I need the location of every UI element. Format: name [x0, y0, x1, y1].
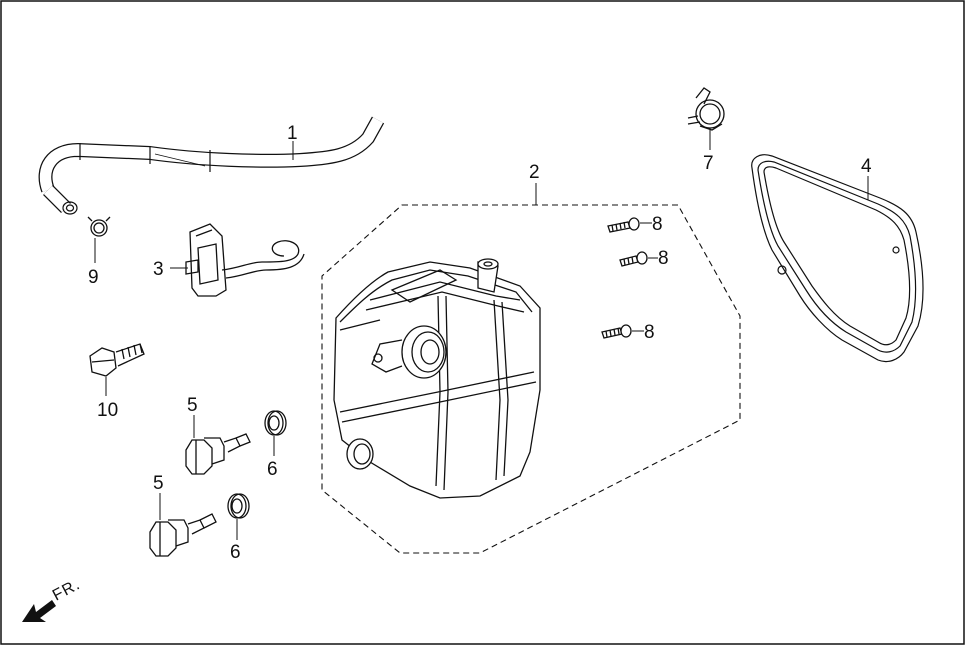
callout-number-1: 1	[287, 123, 298, 144]
hose-bracket-part[interactable]	[185, 223, 305, 297]
callout-number-5a: 5	[187, 395, 198, 416]
front-direction-label: FR.	[50, 576, 83, 605]
cover-bolt-part-3[interactable]	[601, 324, 632, 339]
cover-bolt-part-2[interactable]	[619, 251, 648, 267]
callout-number-4: 4	[861, 156, 872, 177]
assembly-group-outline	[321, 204, 741, 554]
callout-number-8a: 8	[652, 214, 663, 235]
callout-number-6a: 6	[267, 459, 278, 480]
callout-number-2: 2	[529, 162, 540, 183]
seal-washer-upper-part[interactable]	[264, 410, 287, 436]
cylinder-head-cover-part[interactable]	[333, 258, 541, 499]
flange-bolt-part[interactable]	[89, 343, 145, 377]
callout-number-7: 7	[703, 153, 714, 174]
cover-bolt-part-1[interactable]	[607, 217, 640, 233]
seal-washer-lower-part[interactable]	[227, 493, 250, 519]
callout-number-8b: 8	[658, 248, 669, 269]
callout-number-6b: 6	[230, 542, 241, 563]
breather-hose-part[interactable]	[38, 116, 385, 215]
front-direction-arrow-icon	[22, 600, 56, 622]
stud-bolt-lower-part[interactable]	[149, 513, 217, 557]
stud-bolt-upper-part[interactable]	[185, 433, 251, 475]
cover-gasket-part[interactable]	[751, 154, 924, 363]
callout-number-9: 9	[88, 267, 99, 288]
callout-number-10: 10	[97, 400, 118, 421]
callout-number-8c: 8	[644, 322, 655, 343]
hose-clip-part[interactable]	[87, 216, 111, 237]
hose-clamp-part[interactable]	[687, 87, 725, 131]
callout-number-5b: 5	[153, 473, 164, 494]
callout-number-3: 3	[153, 259, 164, 280]
